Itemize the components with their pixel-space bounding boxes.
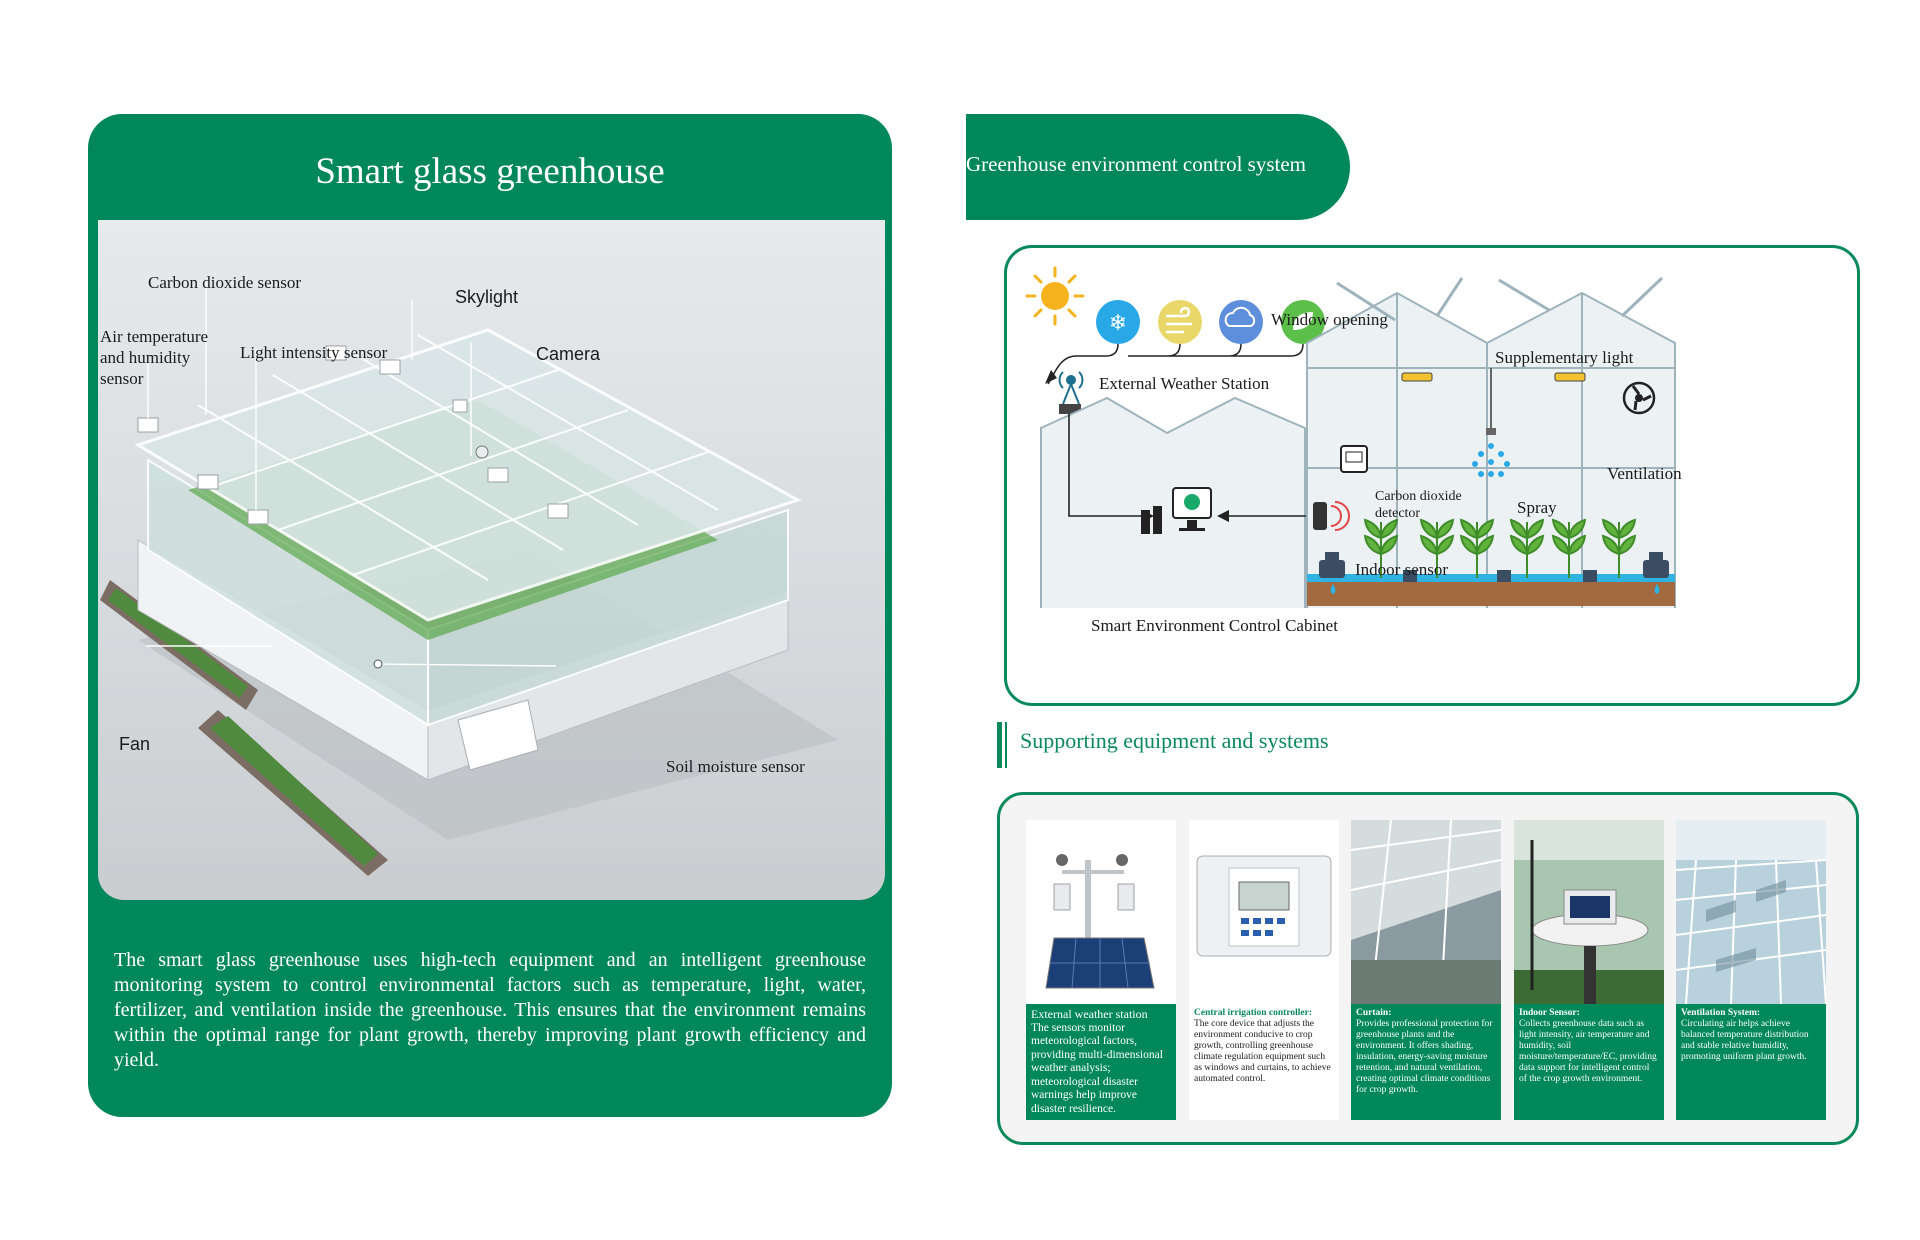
card-indoor-sensor: Indoor Sensor: Collects greenhouse data …: [1514, 820, 1664, 1120]
equipment-cards: External weather station The sensors mon…: [997, 792, 1859, 1145]
supporting-section-title: Supporting equipment and systems: [1020, 728, 1329, 753]
greenhouse-illustration: Carbon dioxide sensor Skylight Air tempe…: [98, 220, 885, 900]
ventilation-text: Ventilation System: Circulating air help…: [1676, 1004, 1826, 1120]
snow-icon: [1096, 300, 1140, 344]
curtain-text: Curtain: Provides professional protectio…: [1351, 1004, 1501, 1120]
card-title: Curtain:: [1356, 1008, 1392, 1018]
sun-icon: [1025, 266, 1085, 326]
spray-icon: [1472, 443, 1510, 477]
controller-photo: [1189, 820, 1339, 1004]
card-title: Ventilation System:: [1681, 1008, 1761, 1018]
rain-icon: [1219, 300, 1263, 344]
control-diagram-drawing: ❄: [1025, 266, 1676, 608]
label-spray: Spray: [1517, 498, 1557, 517]
card-weather-station: External weather station The sensors mon…: [1026, 820, 1176, 1120]
greenhouse-panel: Smart glass greenhouse: [88, 114, 892, 1117]
svg-text:❄: ❄: [1109, 311, 1127, 336]
greenhouse-drawing: [100, 282, 838, 876]
panel-title: Smart glass greenhouse: [315, 151, 665, 192]
label-control-cabinet: Smart Environment Control Cabinet: [1091, 616, 1338, 635]
fan-icon: [1622, 381, 1656, 415]
card-curtain: Curtain: Provides professional protectio…: [1351, 820, 1501, 1120]
card-irrigation-controller: Central irrigation controller: The core …: [1189, 820, 1339, 1120]
callout-soil-sensor: Soil moisture sensor: [666, 757, 805, 776]
control-system-header: Greenhouse environment control system: [966, 114, 1350, 220]
card-title: Central irrigation controller:: [1194, 1008, 1313, 1018]
cabinet-icon: [1141, 487, 1212, 534]
section-accent-bar: [1005, 722, 1007, 768]
callout-co2-sensor: Carbon dioxide sensor: [148, 273, 301, 292]
label-co2-detector: Carbon dioxide detector: [1375, 489, 1462, 521]
callout-air-sensor: Air temperature and humidity sensor: [100, 327, 209, 388]
co2-detector-icon: [1340, 445, 1368, 473]
card-title: Indoor Sensor:: [1519, 1008, 1580, 1018]
card-ventilation-system: Ventilation System: Circulating air help…: [1676, 820, 1826, 1120]
label-indoor-sensor: Indoor sensor: [1355, 560, 1449, 579]
indoor-sensor-text: Indoor Sensor: Collects greenhouse data …: [1514, 1004, 1664, 1120]
callout-light-sensor: Light intensity sensor: [240, 343, 388, 362]
greenhouse-description: The smart glass greenhouse uses high-tec…: [114, 949, 866, 1071]
control-diagram: ❄: [1004, 245, 1860, 706]
controller-text: Central irrigation controller: The core …: [1189, 1004, 1339, 1120]
card-body: The sensors monitor meteorological facto…: [1031, 1021, 1163, 1115]
control-system-title: Greenhouse environment control system: [966, 152, 1306, 176]
grow-light-icon: [1401, 372, 1433, 382]
grow-light-icon: [1554, 372, 1586, 382]
label-window-opening: Window opening: [1271, 310, 1388, 329]
wind-icon: [1158, 300, 1202, 344]
label-weather-station: External Weather Station: [1099, 374, 1270, 393]
label-supplementary-light: Supplementary light: [1495, 348, 1634, 367]
callout-camera: Camera: [536, 344, 601, 364]
label-ventilation: Ventilation: [1607, 464, 1682, 483]
callout-skylight: Skylight: [455, 287, 519, 307]
ventilation-photo: [1676, 820, 1826, 1004]
indoor-sensor-icon: [1313, 501, 1350, 531]
card-body: Collects greenhouse data such as light i…: [1519, 1019, 1657, 1084]
card-title: External weather station: [1031, 1007, 1148, 1021]
card-body: Provides professional protection for gre…: [1356, 1019, 1493, 1095]
curtain-photo: [1351, 820, 1501, 1004]
weather-station-text: External weather station The sensors mon…: [1026, 1004, 1176, 1120]
callout-fan: Fan: [119, 734, 151, 754]
section-accent-bar: [997, 722, 1002, 768]
indoor-sensor-photo: [1514, 820, 1664, 1004]
card-body: The core device that adjusts the environ…: [1194, 1019, 1331, 1084]
antenna-icon: [1058, 371, 1084, 405]
card-body: Circulating air helps achieve balanced t…: [1681, 1019, 1809, 1062]
weather-station-photo: [1026, 820, 1176, 1004]
